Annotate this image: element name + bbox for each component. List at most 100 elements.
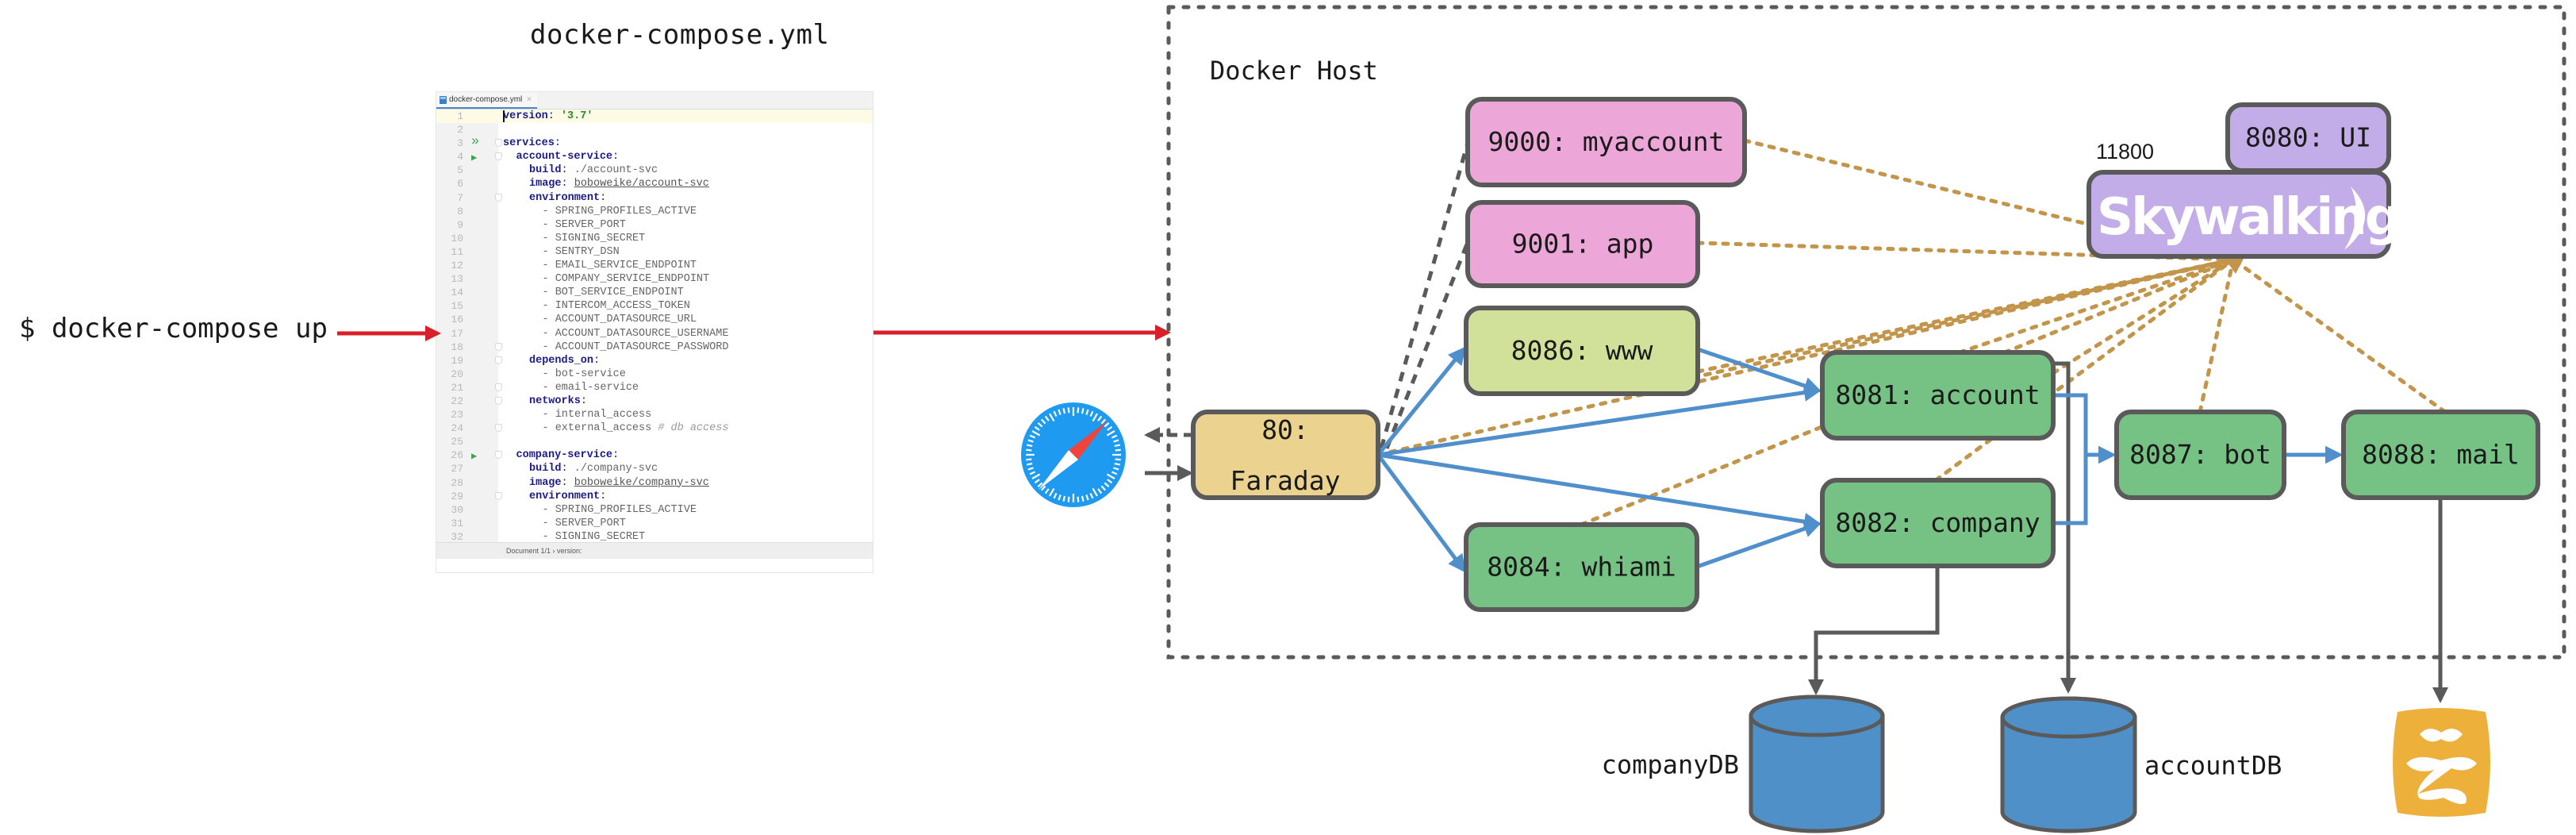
company-to-companydb-link (1808, 566, 1940, 695)
run-service-icon[interactable]: ▶ (471, 152, 478, 164)
company-to-bot-arrow (2053, 455, 2088, 525)
safari-tick (1092, 413, 1098, 422)
code-line[interactable]: 25 (436, 435, 873, 448)
safari-tick (1111, 471, 1118, 475)
node-skywalking[interactable] (2087, 170, 2391, 259)
database-0[interactable]: companyDB (1602, 695, 1885, 833)
code-line[interactable]: 11- SENTRY_DSN (436, 245, 873, 259)
code-text: - SPRING_PROFILES_ACTIVE (543, 503, 697, 517)
line-number: 19 (451, 354, 463, 367)
logo-stroke-top (2420, 728, 2463, 742)
line-number: 17 (451, 327, 463, 340)
faraday-to-whiami-arrow (1376, 453, 1466, 573)
code-line[interactable]: 16- ACCOUNT_DATASOURCE_URL (436, 313, 873, 326)
code-line[interactable]: 14- BOT_SERVICE_ENDPOINT (436, 286, 873, 299)
node-account[interactable] (1820, 350, 2056, 441)
fold-marker-icon[interactable] (495, 356, 502, 364)
node-app[interactable] (1465, 200, 1700, 288)
node-mail[interactable] (2341, 410, 2540, 500)
code-line[interactable]: 24- external_access # db access (436, 421, 873, 435)
yaml-file-icon (440, 95, 447, 104)
code-line[interactable]: 3»services: (436, 134, 873, 150)
run-service-icon[interactable]: ▶ (471, 451, 478, 463)
yaml-item: - ACCOUNT_DATASOURCE_USERNAME (542, 327, 729, 340)
code-line[interactable]: 31- SERVER_PORT (436, 517, 873, 530)
yaml-key: environment (529, 191, 601, 204)
node-bot[interactable] (2114, 410, 2286, 500)
line-number: 31 (451, 517, 463, 529)
code-line[interactable]: 2 (436, 123, 873, 137)
safari-tick (1104, 422, 1110, 428)
code-line[interactable]: 17 - ACCOUNT_DATASOURCE_USERNAME (436, 327, 873, 341)
code-line[interactable]: 12- EMAIL_SERVICE_ENDPOINT (436, 259, 873, 272)
code-line[interactable]: 32- SIGNING_SECRET (436, 530, 873, 544)
fold-marker-icon[interactable] (495, 139, 502, 148)
safari-tick (1085, 494, 1089, 501)
image-link[interactable]: boboweike/company-svc (574, 476, 709, 489)
code-line[interactable]: 10- SIGNING_SECRET (436, 232, 873, 245)
node-company[interactable] (1820, 478, 2056, 568)
fold-marker-icon[interactable] (495, 193, 502, 202)
image-link[interactable]: boboweike/account-svc (574, 178, 709, 190)
node-www[interactable] (1464, 306, 1700, 396)
code-line[interactable]: 30- SPRING_PROFILES_ACTIVE (436, 503, 873, 517)
line-number: 9 (457, 218, 463, 231)
code-line[interactable]: 4▶account-service: (436, 150, 873, 164)
docker-host-label: Docker Host (1210, 56, 1378, 86)
code-line[interactable]: 21- email-service (436, 381, 873, 394)
code-text: - EMAIL_SERVICE_ENDPOINT (543, 259, 697, 272)
code-line[interactable]: 13- COMPANY_SERVICE_ENDPOINT (436, 272, 873, 286)
yaml-item: - SERVER_PORT (542, 218, 626, 231)
fold-marker-icon[interactable] (495, 342, 502, 351)
editor-tab[interactable]: docker-compose.yml ✕ (436, 92, 537, 109)
account-to-accountdb-link (2053, 361, 2076, 694)
fold-marker-icon[interactable] (495, 491, 502, 500)
yaml-key: build (529, 463, 562, 475)
fold-marker-icon[interactable] (495, 152, 502, 161)
fold-marker-icon[interactable] (495, 424, 502, 433)
code-line[interactable]: 18- ACCOUNT_DATASOURCE_PASSWORD (436, 341, 873, 354)
code-line[interactable]: 26▶company-service: (436, 448, 873, 462)
fold-marker-icon[interactable] (495, 396, 502, 405)
fold-marker-icon[interactable] (495, 451, 502, 460)
safari-tick (1037, 482, 1043, 487)
code-text: - ACCOUNT_DATASOURCE_USERNAME (543, 327, 729, 341)
yaml-key: version (503, 110, 548, 122)
cloud-mail-provider-logo-icon[interactable] (2393, 708, 2490, 817)
code-line[interactable]: 23- internal_access (436, 408, 873, 421)
line-number: 8 (457, 205, 463, 217)
safari-browser-icon[interactable] (1021, 402, 1126, 507)
safari-tick (1062, 495, 1066, 502)
database-1[interactable]: accountDB (2000, 696, 2282, 833)
node-myaccount[interactable] (1465, 97, 1747, 187)
fold-marker-icon[interactable] (495, 383, 502, 391)
safari-tick (1113, 439, 1119, 443)
trace-line-account (1957, 257, 2236, 355)
close-tab-icon[interactable]: ✕ (526, 95, 532, 103)
database-label: accountDB (2144, 751, 2282, 781)
code-line[interactable]: 15- INTERCOM_ACCESS_TOKEN (436, 299, 873, 313)
code-text: - SERVER_PORT (543, 218, 626, 232)
code-line[interactable]: 20- bot-service (436, 367, 873, 381)
node-whiami[interactable] (1464, 522, 1699, 612)
line-number: 4 (457, 151, 463, 164)
code-line[interactable]: 9 - SERVER_PORT (436, 218, 873, 232)
code-line[interactable]: 8 - SPRING_PROFILES_ACTIVE (436, 205, 873, 218)
yaml-item: - SPRING_PROFILES_ACTIVE (542, 205, 697, 217)
node-faraday[interactable] (1191, 410, 1380, 500)
safari-tick (1031, 430, 1041, 437)
www-to-account-arrow (1697, 347, 1822, 394)
code-text: build: ./account-svc (529, 164, 658, 177)
run-all-icon[interactable]: » (471, 134, 480, 150)
